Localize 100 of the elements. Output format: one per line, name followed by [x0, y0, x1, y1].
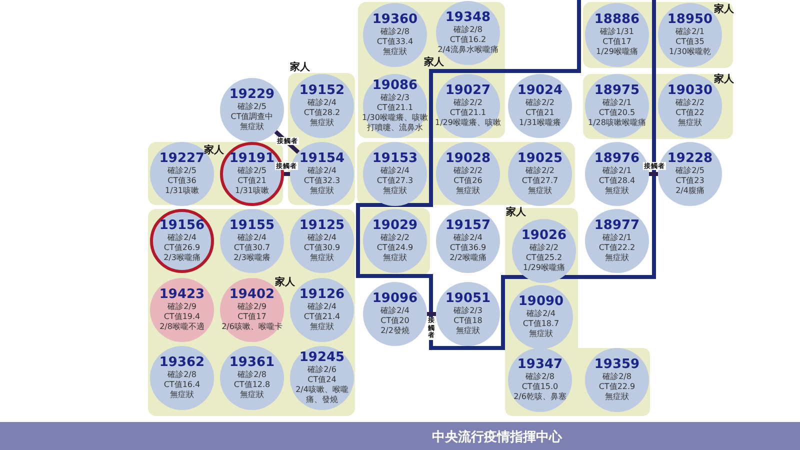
family-band — [358, 2, 505, 138]
case-detail: CT值36 — [166, 176, 198, 186]
case-number: 19227 — [159, 152, 205, 166]
case-number: 19155 — [229, 219, 275, 233]
case-detail: 無症狀 — [239, 390, 265, 400]
case-detail: 無症狀 — [382, 47, 408, 57]
case-detail: CT值22.9 — [598, 382, 636, 392]
case-detail: 無症狀 — [169, 390, 195, 400]
case-detail: 確診2/4 — [380, 166, 410, 176]
family-band — [148, 209, 355, 416]
case-detail: 無症狀 — [604, 392, 630, 402]
case-detail: CT值30.7 — [232, 243, 272, 253]
case-detail: 2/4腹痛 — [674, 186, 706, 196]
case-number: 18886 — [594, 13, 640, 27]
family-label: 家人 — [714, 2, 734, 16]
case-number: 19229 — [229, 88, 275, 102]
case-detail: 無症狀 — [604, 253, 630, 263]
family-band — [357, 142, 575, 205]
case-detail: 確診2/1 — [602, 98, 632, 108]
case-detail: CT值21.1 — [376, 103, 414, 113]
case-detail: CT值調查中 — [230, 112, 274, 122]
case-detail: 無症狀 — [677, 118, 703, 128]
case-detail: CT值15.0 — [520, 382, 560, 392]
case-detail: CT值21.4 — [302, 312, 342, 322]
contact-line — [274, 130, 300, 154]
case-detail: CT值18 — [452, 316, 484, 326]
case-detail: 確診2/4 — [236, 233, 268, 243]
case-detail: 確診2/2 — [524, 166, 556, 176]
case-detail: 無症狀 — [309, 186, 335, 196]
case-detail: 無症狀 — [382, 186, 408, 196]
case-detail: 2/2喉嚨痛 — [448, 253, 488, 263]
family-band — [583, 2, 733, 68]
case-detail: 確診2/8 — [380, 27, 410, 37]
case-detail: 2/2發燒 — [380, 326, 410, 336]
family-label: 家人 — [204, 143, 224, 157]
case-detail: CT值26 — [452, 176, 484, 186]
case-number: 19096 — [372, 292, 418, 306]
family-band — [148, 142, 283, 205]
case-detail: CT值22 — [674, 108, 706, 118]
case-detail: 2/8喉嚨不適 — [158, 322, 206, 332]
case-number: 19245 — [299, 351, 345, 365]
case-number: 19126 — [299, 288, 345, 302]
case-detail: 1/30喉嚨癢、咳嗽打噴嚏、流鼻水 — [361, 113, 429, 133]
case-number: 19030 — [667, 84, 713, 98]
case-detail: 無症狀 — [527, 186, 553, 196]
case-detail: 確診2/8 — [166, 370, 198, 380]
case-detail: 確診2/8 — [602, 372, 632, 382]
case-number: 19348 — [445, 11, 491, 25]
case-detail: 確診2/2 — [452, 166, 484, 176]
case-number: 19423 — [159, 288, 205, 302]
family-label: 家人 — [290, 60, 310, 74]
case-detail: CT值22.2 — [598, 243, 636, 253]
case-detail: 確診2/2 — [528, 243, 560, 253]
case-number: 19026 — [521, 229, 567, 243]
family-band — [583, 74, 733, 139]
family-label: 家人 — [424, 55, 444, 69]
case-detail: 確診2/9 — [236, 302, 268, 312]
case-detail: 2/6乾咳、鼻塞 — [512, 392, 568, 402]
case-number: 18975 — [594, 84, 640, 98]
case-number: 19025 — [517, 152, 563, 166]
case-detail: 確診2/3 — [452, 306, 484, 316]
case-detail: 無症狀 — [604, 186, 630, 196]
case-number: 19125 — [299, 219, 345, 233]
case-detail: 無症狀 — [455, 326, 481, 336]
case-detail: 確診2/4 — [306, 166, 338, 176]
case-detail: 無症狀 — [309, 118, 335, 128]
case-detail: 1/29喉嚨痛 — [595, 47, 639, 57]
case-number: 19024 — [517, 84, 563, 98]
case-detail: CT值36.9 — [448, 243, 488, 253]
case-detail: 確診2/2 — [380, 233, 410, 243]
case-number: 19027 — [445, 84, 491, 98]
case-number: 19191 — [229, 152, 275, 166]
case-detail: 無症狀 — [382, 253, 408, 263]
case-detail: CT值20 — [380, 316, 410, 326]
case-detail: CT值28.2 — [302, 108, 342, 118]
case-detail: 確診2/5 — [674, 166, 706, 176]
case-number: 19228 — [667, 152, 713, 166]
case-detail: 確診2/4 — [452, 233, 484, 243]
case-detail: CT值16.4 — [162, 380, 202, 390]
family-label: 家人 — [714, 72, 734, 86]
case-detail: 確診2/4 — [526, 309, 556, 319]
case-number: 19361 — [229, 356, 275, 370]
case-number: 18950 — [667, 13, 713, 27]
case-number: 19362 — [159, 356, 205, 370]
case-detail: CT值21.1 — [448, 108, 488, 118]
case-detail: CT值21 — [236, 176, 268, 186]
case-detail: CT值17 — [602, 37, 632, 47]
case-detail: CT值28.4 — [598, 176, 636, 186]
family-label: 家人 — [275, 275, 295, 289]
case-detail: 確診2/2 — [674, 98, 706, 108]
case-detail: CT值19.4 — [162, 312, 202, 322]
case-detail: 確診2/4 — [306, 302, 338, 312]
case-detail: CT值18.7 — [522, 319, 560, 329]
case-number: 19347 — [517, 358, 563, 372]
case-detail: CT值32.3 — [302, 176, 342, 186]
case-number: 19157 — [445, 219, 491, 233]
case-number: 19029 — [372, 219, 418, 233]
case-detail: 確診2/1 — [602, 166, 632, 176]
case-detail: 確診2/6 — [306, 365, 338, 375]
case-number: 19152 — [299, 84, 345, 98]
